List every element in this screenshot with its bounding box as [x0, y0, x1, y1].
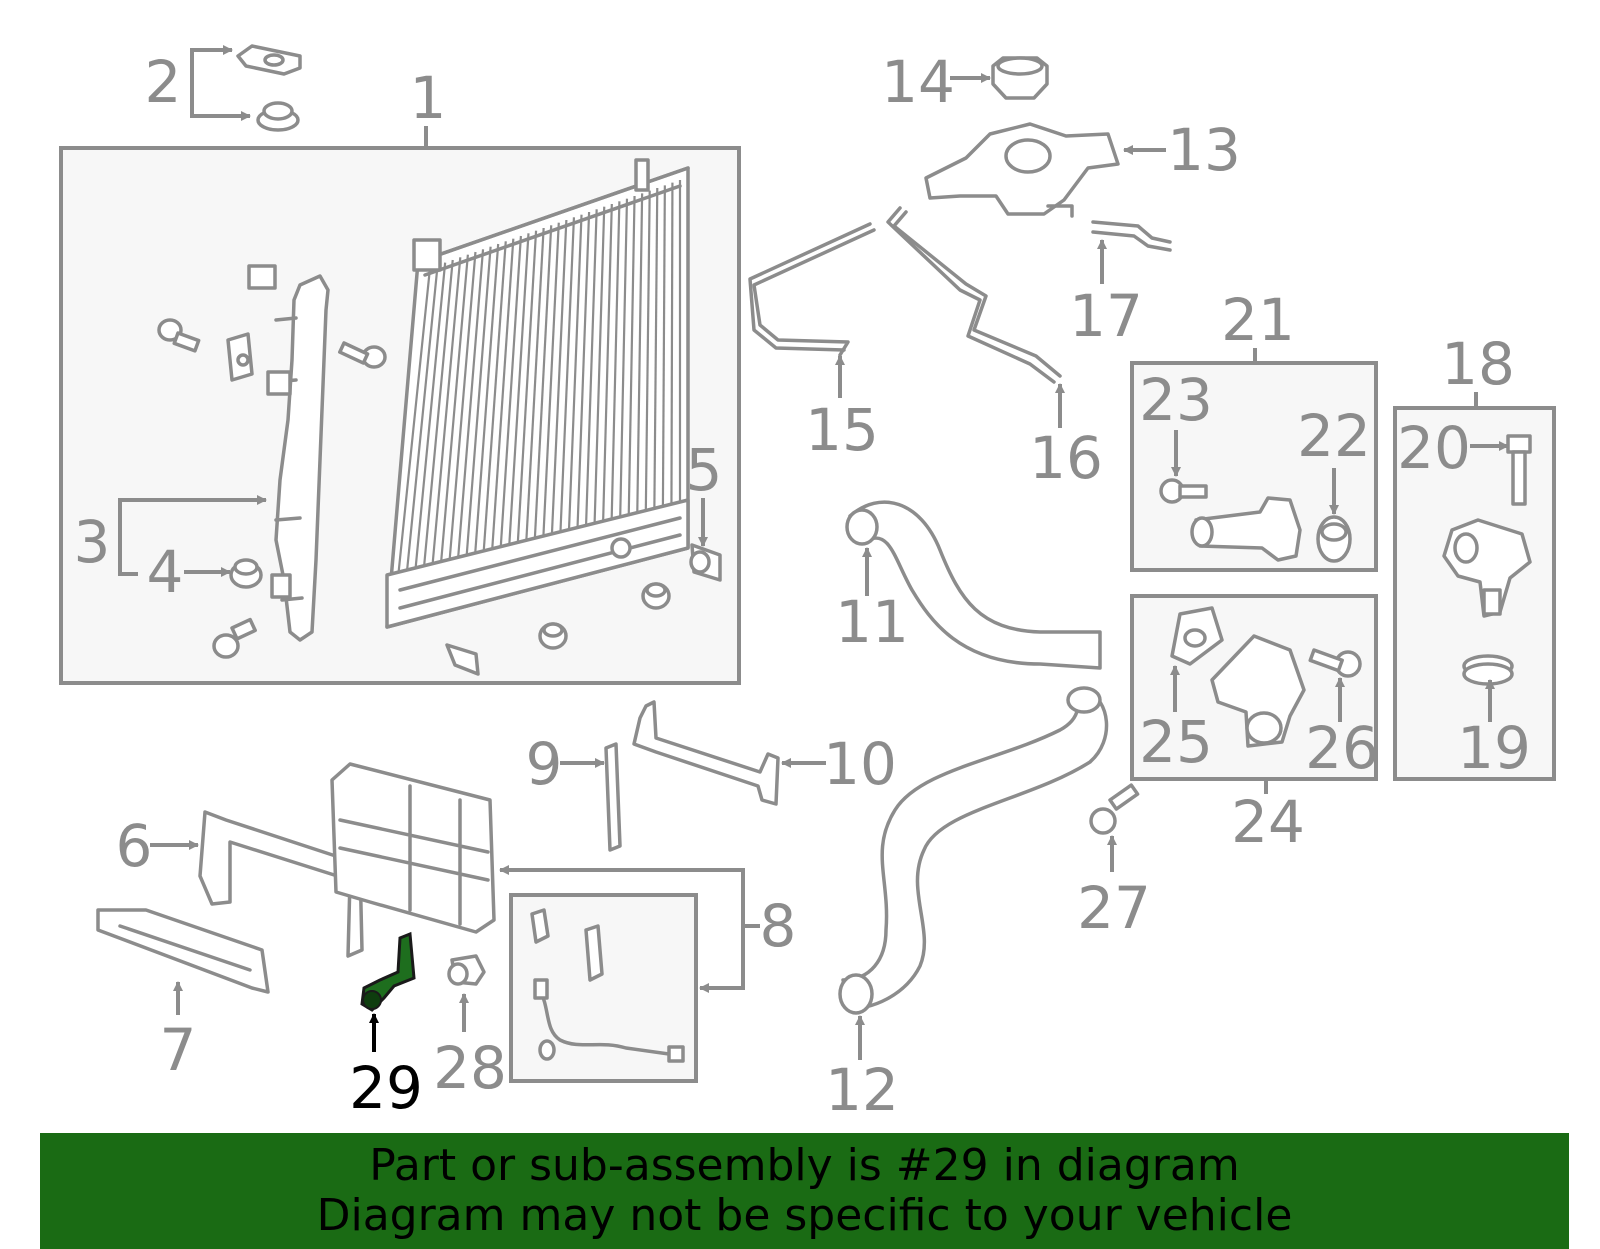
leader-lines	[118, 45, 1509, 1060]
callout-24: 24	[1231, 788, 1305, 856]
callout-11: 11	[835, 588, 909, 656]
callout-23: 23	[1139, 366, 1213, 434]
bolt-icon	[157, 318, 201, 353]
callout-6: 6	[116, 812, 153, 880]
radiator-side-baffle	[266, 274, 330, 642]
callout-15: 15	[805, 396, 879, 464]
wiring-harness	[530, 908, 685, 1063]
callout-19: 19	[1457, 714, 1531, 782]
callout-3: 3	[74, 508, 111, 576]
callout-10: 10	[823, 730, 897, 798]
bracket-10	[632, 700, 780, 806]
bolt-icon	[1159, 478, 1208, 504]
callout-7: 7	[160, 1016, 197, 1084]
overflow-hose-15	[748, 222, 876, 357]
callout-27: 27	[1077, 874, 1151, 942]
callout-29-highlighted: 29	[349, 1054, 423, 1122]
seal-ring-22	[1316, 515, 1352, 563]
gasket-25	[1170, 606, 1224, 666]
bolt-icon	[1089, 783, 1140, 835]
banner-line-1: Part or sub-assembly is #29 in diagram	[369, 1140, 1240, 1191]
bolt-icon	[212, 617, 257, 659]
bolt-icon	[1308, 648, 1362, 678]
radiator-mount-lower	[256, 101, 300, 132]
callout-12: 12	[825, 1056, 899, 1124]
air-deflector-7	[96, 908, 270, 994]
bleed-hose-17	[1091, 220, 1172, 252]
callout-20: 20	[1397, 414, 1471, 482]
banner-line-2: Diagram may not be specific to your vehi…	[316, 1190, 1293, 1241]
callout-17: 17	[1069, 282, 1143, 350]
shutter-assembly	[330, 762, 496, 934]
deflector-9	[604, 742, 622, 852]
thermostat-housing	[1442, 518, 1532, 618]
hose-clamp-19	[1462, 654, 1514, 686]
callout-8: 8	[760, 892, 797, 960]
radiator-mount-upper	[236, 44, 302, 76]
grommet-icon	[538, 622, 568, 650]
callout-9: 9	[526, 730, 563, 798]
callout-13: 13	[1167, 116, 1241, 184]
callout-labels: 1 2 3 4 5 6 7 8 9 10 11 12 13 14 15 16 1…	[74, 48, 1531, 1124]
callout-22: 22	[1297, 402, 1371, 470]
water-outlet-24	[1210, 634, 1306, 748]
callout-5: 5	[686, 436, 723, 504]
drain-plug-icon	[689, 543, 722, 582]
upper-radiator-hose	[845, 500, 1102, 670]
callout-2: 2	[145, 48, 182, 116]
radiator-core	[385, 158, 690, 629]
callout-25: 25	[1139, 708, 1213, 776]
grommet-icon	[641, 582, 671, 610]
callout-28: 28	[433, 1034, 507, 1102]
thermostat-housing-box-18	[1393, 406, 1556, 781]
callout-26: 26	[1305, 714, 1379, 782]
callout-1: 1	[410, 64, 447, 132]
overflow-hose-16	[886, 206, 1062, 384]
clip-28	[447, 954, 486, 986]
callout-14: 14	[881, 48, 955, 116]
bolt-icon	[338, 341, 387, 369]
callout-18: 18	[1441, 330, 1515, 398]
grommet-icon	[229, 558, 263, 589]
lower-radiator-hose	[838, 686, 1109, 1015]
water-outlet-21	[1190, 496, 1302, 562]
callout-16: 16	[1029, 424, 1103, 492]
reservoir-cap	[991, 56, 1049, 100]
info-banner: Part or sub-assembly is #29 in diagram D…	[40, 1133, 1569, 1249]
coolant-reservoir	[924, 122, 1120, 218]
bracket-29-highlighted	[360, 931, 416, 1012]
callout-4: 4	[147, 538, 184, 606]
bolt-icon	[1506, 434, 1532, 506]
callout-21: 21	[1221, 286, 1295, 354]
radiator-hardware	[157, 264, 722, 676]
